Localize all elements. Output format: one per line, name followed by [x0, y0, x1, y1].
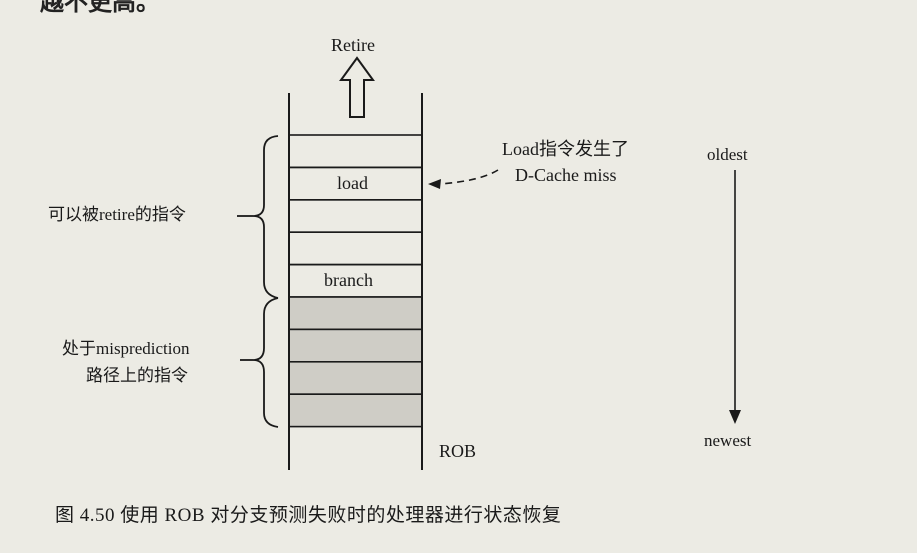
rob-name-label: ROB: [439, 441, 477, 461]
load-miss-dashed-arrow: [439, 169, 499, 185]
newest-label: newest: [704, 431, 752, 450]
rob-slot-mispredicted: [288, 393, 423, 428]
rob-slot-retirable: [288, 199, 423, 234]
mispredicted-group-label-line1: 处于misprediction: [62, 339, 190, 358]
rob-slot-retirable: [288, 134, 423, 169]
retirable-brace: [252, 135, 279, 299]
rob-entry-load-label: load: [337, 173, 368, 193]
load-miss-label-line2: D-Cache miss: [515, 165, 617, 185]
rob-slot-mispredicted: [288, 360, 423, 395]
rob-slot-mispredicted: [288, 328, 423, 363]
load-miss-label-line1: Load指令发生了: [502, 139, 629, 159]
rob-slot-mispredicted: [288, 296, 423, 331]
figure-caption: 图 4.50 使用 ROB 对分支预测失败时的处理器进行状态恢复: [55, 505, 562, 526]
mispredicted-brace: [252, 297, 279, 428]
mispredicted-group-label-line2: 路径上的指令: [86, 366, 188, 385]
rob-slot-retirable: [288, 231, 423, 266]
rob-entry-branch-label: branch: [324, 270, 373, 290]
retirable-group-label: 可以被retire的指令: [48, 205, 186, 224]
retire-label: Retire: [331, 35, 375, 55]
header-fragment: 越不更高。: [40, 0, 160, 16]
oldest-label: oldest: [707, 145, 748, 164]
order-axis-arrowhead-icon: [729, 410, 741, 424]
load-miss-arrowhead-icon: [428, 179, 441, 189]
retire-arrow-icon: [339, 56, 375, 118]
